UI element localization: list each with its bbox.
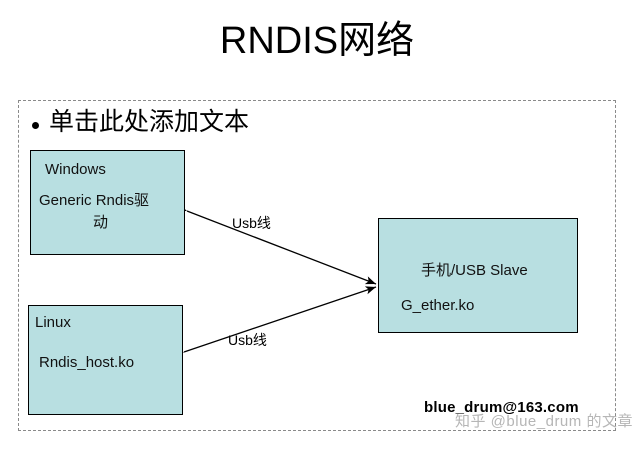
content-placeholder-frame[interactable]: [18, 100, 616, 431]
bullet-list-item[interactable]: 单击此处添加文本: [32, 108, 249, 138]
diagram-box-phone-line-1: 手机/USB Slave: [421, 262, 528, 279]
diagram-box-windows-line-1: Windows: [45, 161, 106, 178]
diagram-box-linux[interactable]: Linux Rndis_host.ko: [28, 305, 183, 415]
bullet-marker-icon: [32, 121, 39, 129]
connector-label-usb-bottom: Usb线: [228, 332, 267, 348]
connector-label-usb-top: Usb线: [232, 215, 271, 231]
bullet-item-label: 单击此处添加文本: [49, 109, 250, 136]
diagram-box-phone-usb-slave[interactable]: 手机/USB Slave G_ether.ko: [378, 218, 578, 333]
diagram-box-phone-line-2: G_ether.ko: [401, 297, 475, 314]
diagram-box-linux-line-1: Linux: [35, 314, 71, 331]
footer-email-text: blue_drum@163.com: [424, 399, 579, 416]
diagram-box-linux-line-2: Rndis_host.ko: [39, 354, 135, 371]
diagram-box-windows[interactable]: Windows Generic Rndis驱 动: [30, 150, 185, 255]
diagram-box-windows-line-2: Generic Rndis驱: [39, 192, 150, 209]
page-title: RNDIS网络: [219, 20, 415, 62]
diagram-box-windows-line-3: 动: [93, 214, 109, 231]
zhihu-watermark: 知乎 @blue_drum 的文章: [455, 413, 633, 430]
